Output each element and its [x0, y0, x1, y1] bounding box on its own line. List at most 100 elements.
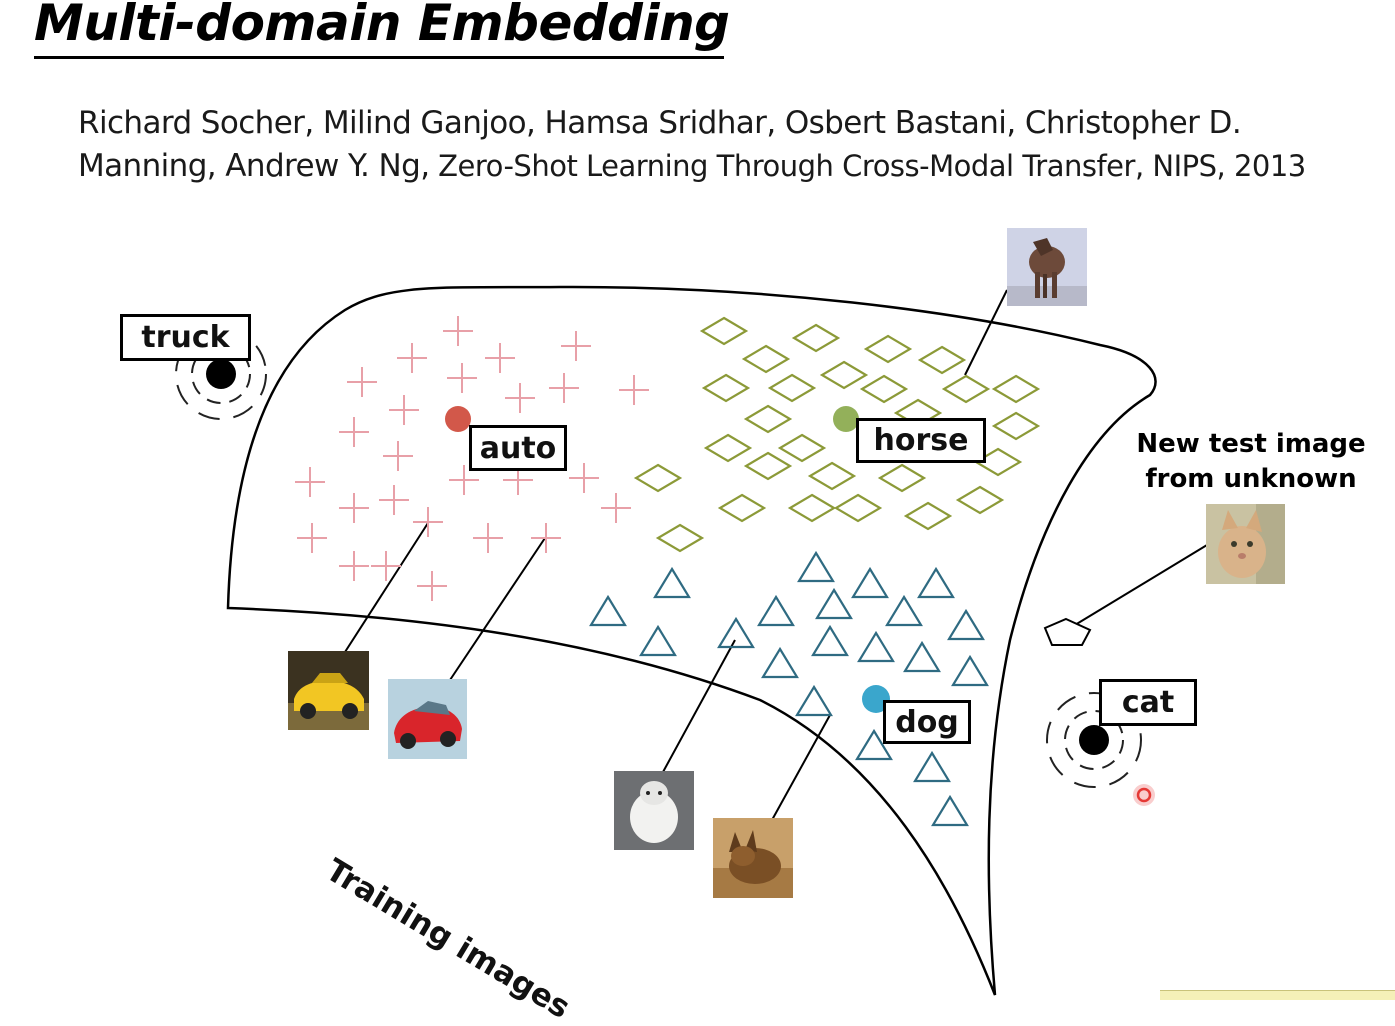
plus-marker-icon	[295, 467, 325, 497]
triangle-marker-icon	[815, 587, 853, 620]
triangle-marker-icon	[757, 594, 795, 627]
plus-marker-icon	[347, 367, 377, 397]
diamond-marker-icon	[819, 360, 869, 390]
citation: Richard Socher, Milind Ganjoo, Hamsa Sri…	[78, 102, 1318, 188]
new-test-note-line1: New test image	[1136, 429, 1366, 459]
horse-thumbnail	[1007, 228, 1087, 306]
triangle-marker-icon	[797, 550, 835, 583]
connector-horse	[964, 289, 1008, 376]
diamond-marker-icon	[703, 433, 753, 463]
horse-points	[633, 316, 1041, 553]
triangle-marker-icon	[717, 616, 755, 649]
plus-marker-icon	[383, 441, 413, 471]
new-test-note-line2: from unknown	[1145, 464, 1357, 494]
plus-marker-icon	[443, 316, 473, 346]
triangle-marker-icon	[931, 794, 969, 827]
diamond-marker-icon	[941, 374, 991, 404]
horse-centroid	[833, 406, 859, 432]
triangle-marker-icon	[795, 684, 833, 717]
plus-marker-icon	[485, 343, 515, 373]
diamond-marker-icon	[701, 373, 751, 403]
connector-lines	[344, 289, 1208, 821]
connector-dog-brown	[771, 714, 831, 821]
title-underline	[34, 56, 724, 59]
plus-marker-icon	[413, 507, 443, 537]
plus-marker-icon	[505, 383, 535, 413]
plus-marker-icon	[561, 331, 591, 361]
diamond-marker-icon	[633, 463, 683, 493]
diamond-marker-icon	[833, 493, 883, 523]
triangle-marker-icon	[947, 608, 985, 641]
triangle-marker-icon	[917, 566, 955, 599]
truck-label: truck	[120, 314, 251, 361]
laser-pointer-icon	[1133, 784, 1155, 806]
dog-label: dog	[883, 700, 971, 744]
triangle-marker-icon	[885, 594, 923, 627]
plus-marker-icon	[601, 493, 631, 523]
citation-paper: Zero-Shot Learning Through Cross-Modal T…	[429, 149, 1306, 183]
diamond-marker-icon	[767, 373, 817, 403]
plus-marker-icon	[371, 551, 401, 581]
embedding-surface	[226, 285, 1157, 996]
plus-marker-icon	[569, 463, 599, 493]
diamond-marker-icon	[807, 461, 857, 491]
plus-marker-icon	[449, 465, 479, 495]
truck-unseen-cluster	[175, 328, 267, 420]
embedding-diagram	[175, 285, 1208, 996]
diamond-marker-icon	[877, 463, 927, 493]
corner-sticky-note	[1160, 990, 1395, 1000]
auto-points	[295, 316, 649, 601]
citation-authors: Richard Socher, Milind Ganjoo, Hamsa Sri…	[78, 105, 1242, 184]
auto-label: auto	[469, 425, 567, 471]
horse-label: horse	[856, 418, 986, 463]
plus-marker-icon	[339, 493, 369, 523]
red-car-thumbnail	[388, 679, 467, 759]
diamond-marker-icon	[859, 374, 909, 404]
plus-marker-icon	[339, 417, 369, 447]
triangle-marker-icon	[951, 654, 989, 687]
triangle-marker-icon	[761, 646, 799, 679]
diamond-marker-icon	[903, 501, 953, 531]
connector-dog-white	[662, 639, 736, 773]
plus-marker-icon	[549, 373, 579, 403]
plus-marker-icon	[531, 523, 561, 553]
yellow-car-thumbnail	[288, 651, 369, 730]
new-test-image-note: New test image from unknown	[1133, 427, 1369, 497]
connector-auto-yellow	[344, 522, 429, 653]
plus-marker-icon	[379, 485, 409, 515]
connector-auto-red	[449, 537, 546, 681]
triangle-marker-icon	[811, 624, 849, 657]
diamond-marker-icon	[777, 433, 827, 463]
diamond-marker-icon	[791, 323, 841, 353]
plus-marker-icon	[473, 523, 503, 553]
triangle-marker-icon	[903, 640, 941, 673]
plus-marker-icon	[397, 343, 427, 373]
triangle-marker-icon	[851, 566, 889, 599]
diamond-marker-icon	[787, 493, 837, 523]
diamond-marker-icon	[699, 316, 749, 346]
connector-test-image	[1069, 544, 1208, 629]
plus-marker-icon	[417, 571, 447, 601]
slide-title: Multi-domain Embedding	[34, 0, 730, 52]
plus-marker-icon	[389, 395, 419, 425]
triangle-marker-icon	[589, 594, 627, 627]
cat-unseen-cluster	[1046, 692, 1142, 788]
triangle-marker-icon	[857, 630, 895, 663]
cat-thumbnail	[1206, 504, 1285, 584]
white-dog-thumbnail	[614, 771, 694, 850]
pentagon-marker-icon	[1043, 617, 1092, 646]
plus-marker-icon	[447, 363, 477, 393]
triangle-marker-icon	[855, 728, 893, 761]
diamond-marker-icon	[743, 404, 793, 434]
auto-centroid	[445, 406, 471, 432]
plus-marker-icon	[297, 523, 327, 553]
plus-marker-icon	[339, 551, 369, 581]
diamond-marker-icon	[717, 493, 767, 523]
plus-marker-icon	[619, 375, 649, 405]
diamond-marker-icon	[743, 451, 793, 481]
diamond-marker-icon	[863, 334, 913, 364]
brown-dog-thumbnail	[713, 818, 793, 898]
diamond-marker-icon	[991, 411, 1041, 441]
diamond-marker-icon	[655, 523, 705, 553]
diamond-marker-icon	[991, 374, 1041, 404]
